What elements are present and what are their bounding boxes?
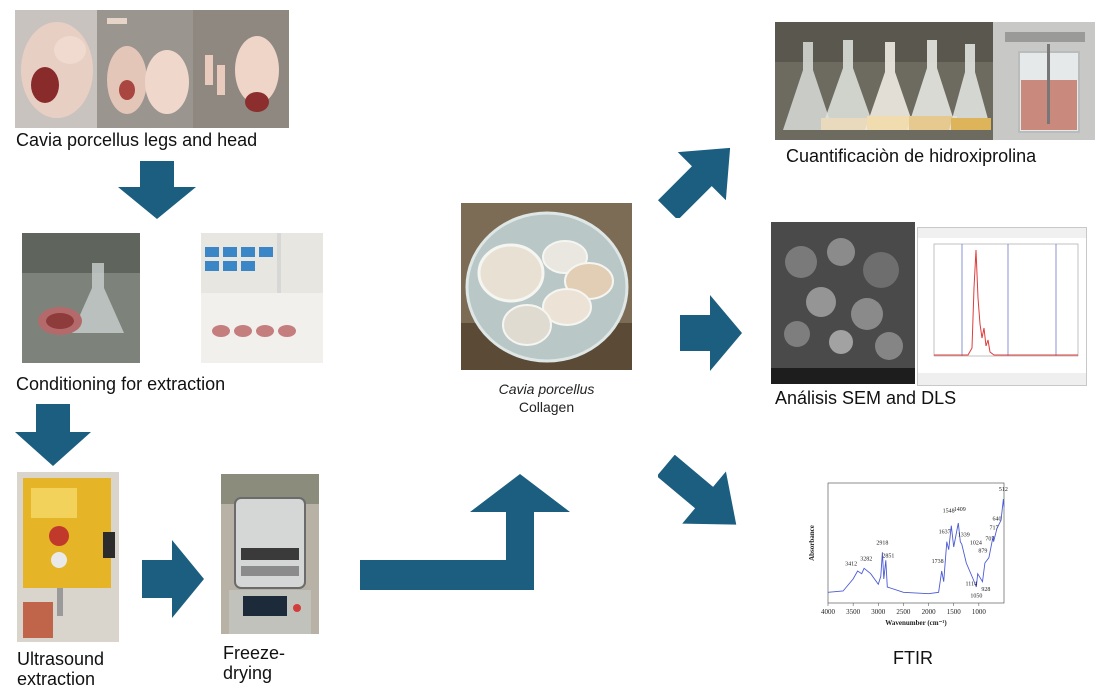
ftir-ylabel: Absorbance <box>808 525 816 561</box>
ftir-frame <box>827 482 1005 604</box>
ftir-tick-label: 2500 <box>896 608 911 616</box>
collagen-species: Cavia porcellus <box>498 381 595 397</box>
ftir-label: FTIR <box>893 648 933 668</box>
freeze-label-line2: drying <box>223 663 273 683</box>
ftir-xlabel: Wavenumber (cm⁻¹) <box>885 619 947 627</box>
conditioning-photo-1 <box>22 233 140 363</box>
ftir-peak-label: 2851 <box>882 554 894 560</box>
ftir-peak-label: 928 <box>981 587 990 593</box>
ftir-peak-label: 1409 <box>954 507 966 513</box>
ftir-tick-label: 2000 <box>922 608 937 616</box>
ftir-peak-label: 640 <box>992 516 1001 522</box>
source-photo-3 <box>193 10 289 128</box>
conditioning-photo-2 <box>201 233 323 363</box>
ftir-tick-label: 1000 <box>972 608 987 616</box>
hydroxyproline-photo <box>775 22 1095 140</box>
freeze-dryer-photo <box>221 474 319 634</box>
ftir-tick-label: 4000 <box>821 608 836 616</box>
dls-chart <box>917 227 1087 386</box>
ftir-peak-label: 1339 <box>958 532 970 538</box>
ftir-peak-label: 717 <box>989 526 998 532</box>
source-photo-1 <box>15 10 97 128</box>
collagen-caption: Cavia porcellus Collagen <box>461 380 632 416</box>
ftir-peak-label: 1548 <box>943 508 955 514</box>
elbow-arrow-icon <box>360 474 570 590</box>
ftir-tick-label: 1500 <box>947 608 962 616</box>
arrow-up-right-icon <box>658 147 731 218</box>
arrow-down-right-icon <box>658 455 737 525</box>
ftir-tick-label: 3000 <box>871 608 886 616</box>
ultrasound-photo <box>17 472 119 642</box>
ftir-peak-label: 879 <box>978 548 987 554</box>
ftir-peak-label: 1050 <box>970 594 982 600</box>
ultrasound-label-line2: extraction <box>17 669 96 689</box>
ftir-peak-label: 707 <box>985 536 994 542</box>
arrow-down-icon-2 <box>15 404 91 466</box>
ftir-peak-label: 2918 <box>876 540 888 546</box>
freeze-label-line1: Freeze- <box>223 643 286 663</box>
ftir-tick-label: 3500 <box>846 608 861 616</box>
source-label: Cavia porcellus legs and head <box>16 130 258 150</box>
arrow-right-icon-2 <box>680 295 742 371</box>
collagen-photo <box>461 203 632 370</box>
ftir-peak-label: 1637 <box>939 530 951 536</box>
conditioning-label: Conditioning for extraction <box>16 374 226 394</box>
ftir-peak-label: 3412 <box>845 562 857 568</box>
ftir-series-line <box>827 498 1005 595</box>
ftir-peak-label: 1024 <box>970 540 982 546</box>
ultrasound-label-line1: Ultrasound <box>17 649 105 669</box>
arrow-right-icon <box>142 540 204 618</box>
source-photo-2 <box>97 10 193 128</box>
ftir-peak-label: 512 <box>999 487 1008 493</box>
arrow-down-icon <box>118 161 196 219</box>
collagen-name: Collagen <box>518 399 575 415</box>
sem-dls-label: Análisis SEM and DLS <box>775 388 957 408</box>
sem-image <box>771 222 915 384</box>
hydroxyproline-label: Cuantificaciòn de hidroxiprolina <box>786 146 1037 166</box>
ftir-peak-label: 1114 <box>966 582 978 588</box>
ftir-peak-label: 3282 <box>860 556 872 562</box>
ftir-peak-label: 1738 <box>932 559 944 565</box>
